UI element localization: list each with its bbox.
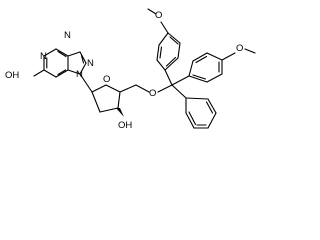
atom-n1: N bbox=[40, 51, 47, 62]
sugar-ring bbox=[79, 73, 124, 117]
atom-n3: N bbox=[64, 30, 71, 41]
trityl-center bbox=[164, 69, 190, 99]
atom-methoxy-left-oxygen: O bbox=[155, 10, 162, 21]
c5-bond bbox=[119, 84, 137, 93]
atom-ring-oxygen: O bbox=[103, 74, 110, 85]
atom-hydroxyl-6: OH bbox=[5, 70, 19, 81]
phenyl-ring bbox=[185, 97, 217, 129]
oxygen-trityl-bond bbox=[157, 84, 173, 93]
structure-diagram: N N N N OH O OH O O O bbox=[5, 8, 256, 131]
methoxyphenyl-ring-left bbox=[147, 8, 181, 71]
atom-n9: N bbox=[76, 69, 83, 80]
atom-n7: N bbox=[87, 58, 94, 69]
pyrimidine-ring bbox=[43, 48, 69, 78]
atom-methoxy-right-oxygen: O bbox=[236, 43, 243, 54]
imidazole-ring bbox=[67, 51, 87, 75]
methoxyphenyl-ring-right bbox=[188, 48, 256, 83]
atom-ether-oxygen: O bbox=[149, 88, 156, 99]
atom-hydroxyl-3p: OH bbox=[118, 120, 132, 131]
c6-hydroxyl-bond bbox=[33, 69, 45, 77]
c5-oxygen-bond bbox=[135, 84, 150, 93]
